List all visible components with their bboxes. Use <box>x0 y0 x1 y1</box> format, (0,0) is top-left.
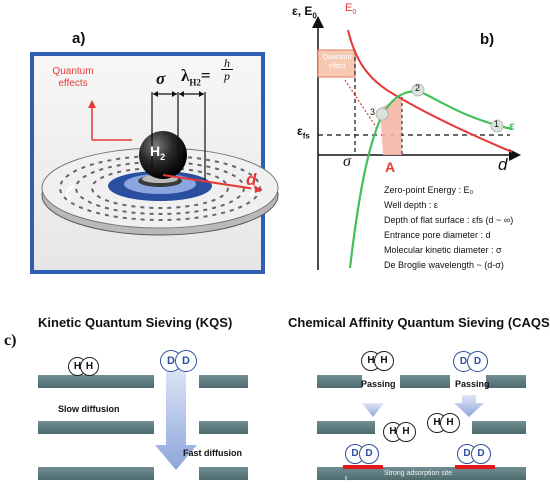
legend-line: Zero-point Energy : E₀ <box>384 185 474 195</box>
h-atom: H <box>396 422 416 442</box>
point-1-marker <box>490 119 504 133</box>
h2-molecule-caqs: H H <box>361 351 395 371</box>
panel-b-legend: Zero-point Energy : E₀ Well depth : ε De… <box>384 183 513 273</box>
x-axis-label: d <box>498 155 508 174</box>
legend-line: Depth of flat surface : εfs (d ~ ∞) <box>384 215 514 225</box>
h2-symbol: H <box>150 143 161 159</box>
point-1-label: 1 <box>494 119 500 129</box>
quantum-effects-label: Quantum effects <box>52 66 94 89</box>
region-a-label: A <box>385 159 396 175</box>
h-numerator: h <box>224 56 230 70</box>
h2-subscript: 2 <box>160 151 166 162</box>
eps-fs-sub: fs <box>302 131 310 141</box>
e0-curve <box>347 29 513 153</box>
panel-b-label: b) <box>480 31 495 48</box>
fast-diffusion-arrow <box>155 365 197 470</box>
e0-label: E0 <box>345 2 356 16</box>
passing-label-d: Passing <box>455 379 490 389</box>
d-atom: D <box>467 351 488 372</box>
h-over-p: h p <box>221 57 233 82</box>
kqs-membrane <box>38 375 248 480</box>
lambda-subscript: H2 <box>189 77 201 88</box>
sigma-label: σ <box>156 69 166 88</box>
p-denominator: p <box>221 69 233 82</box>
caqs-title: Chemical Affinity Quantum Sieving (CAQS) <box>288 315 550 330</box>
h-atom: H <box>374 351 394 371</box>
passing-arrow-h <box>362 403 384 417</box>
h-atom: H <box>440 413 460 433</box>
legend-line: Molecular kinetic diameter : σ <box>384 245 502 255</box>
d-atom: D <box>359 444 379 464</box>
fast-diffusion-label: Fast diffusion <box>183 448 242 458</box>
caqs-membrane <box>317 375 526 480</box>
h2-molecule-caqs: H H <box>383 422 417 442</box>
d2-molecule-caqs: D D <box>453 351 491 373</box>
sigma-tick-label: σ <box>343 153 351 170</box>
panel-a-label: a) <box>72 30 86 47</box>
eps-fs-label: εfs <box>297 124 310 140</box>
strong-adsorption-label: Strong adsorption site <box>384 470 453 477</box>
epsilon-curve-label: ε <box>509 119 515 133</box>
h2-molecule <box>139 131 187 179</box>
h2-molecule-caqs: H H <box>427 413 461 433</box>
d2-molecule-adsorbed: D D <box>345 444 381 464</box>
quantum-effect-box <box>317 49 356 78</box>
adsorption-site <box>455 465 495 469</box>
e0-text: E <box>345 2 353 14</box>
passing-label-h: Passing <box>361 379 396 389</box>
legend-line: Entrance pore diameter : d <box>384 230 491 240</box>
slow-diffusion-label: Slow diffusion <box>58 404 120 414</box>
lambda-label: λH2= <box>181 66 211 88</box>
e0-sub: 0 <box>352 9 357 17</box>
point-2-marker <box>411 83 425 97</box>
lambda-symbol: λ <box>181 66 190 85</box>
y-axis-label: ε, E0 <box>292 4 317 20</box>
d2-molecule-adsorbed: D D <box>457 444 493 464</box>
passing-arrow-d <box>454 395 484 417</box>
d-label: d <box>246 170 257 189</box>
eps-fs-text: ε <box>297 124 303 138</box>
d-atom: D <box>175 350 197 372</box>
y-axis-text: ε, E <box>292 4 313 18</box>
point-3-marker <box>375 107 389 121</box>
h2-label: H2 <box>150 143 165 162</box>
kqs-title: Kinetic Quantum Sieving (KQS) <box>38 315 233 330</box>
panel-c-label: c) <box>4 332 17 349</box>
legend-line: De Broglie wavelength ~ (d-σ) <box>384 260 504 270</box>
adsorption-site <box>343 465 383 469</box>
quantum-effect-label: Quantum effect <box>322 54 352 70</box>
d2-molecule-kqs: D D <box>160 350 198 372</box>
point-3-label: 3 <box>370 107 376 117</box>
epsilon-curve <box>348 90 513 269</box>
d-atom: D <box>471 444 491 464</box>
h2-molecule-kqs: H H <box>68 357 100 376</box>
point-2-label: 2 <box>415 83 421 93</box>
h-atom: H <box>80 357 99 376</box>
legend-line: Well depth : ε <box>384 200 438 210</box>
d-arrow <box>162 174 263 191</box>
y-axis-sub: 0 <box>312 11 317 21</box>
